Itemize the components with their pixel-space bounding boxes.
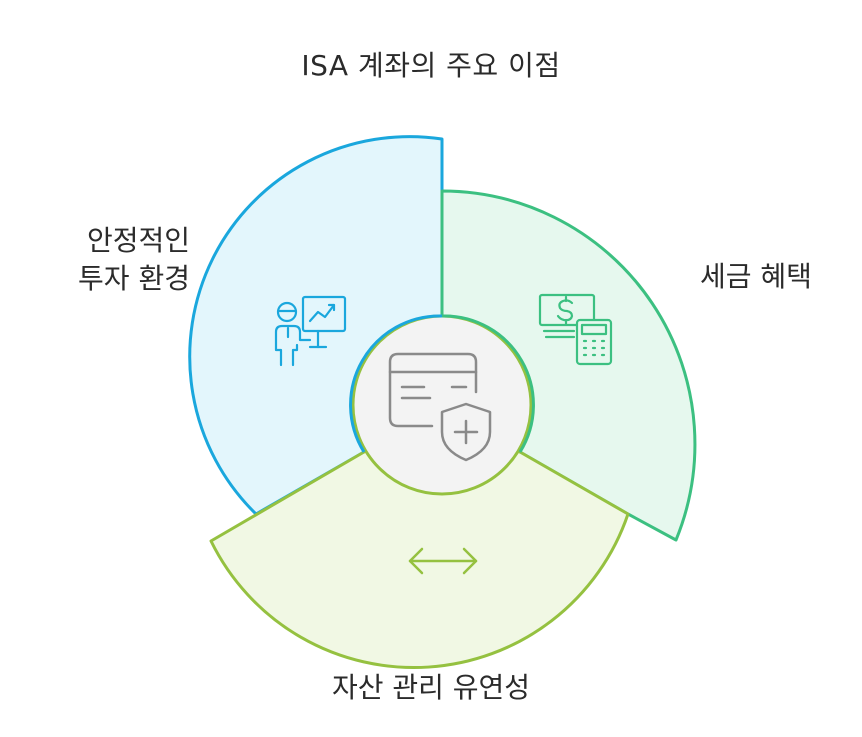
label-asset-flexibility: 자산 관리 유연성: [331, 671, 531, 704]
money-calculator-icon: [538, 293, 613, 366]
segment-asset-flexibility: [209, 408, 630, 669]
double-arrow-icon: [408, 547, 478, 575]
center-circle: [351, 314, 533, 496]
diagram-title: ISA 계좌의 주요 이점: [301, 49, 561, 82]
label-tax-benefit: 세금 혜택: [700, 260, 812, 293]
label-stable-investment-line1: 안정적인: [86, 224, 190, 257]
label-stable-investment: 안정적인 투자 환경: [30, 222, 190, 298]
card-shield-icon: [388, 352, 492, 462]
presenter-chart-icon: [274, 295, 347, 367]
label-stable-investment-line2: 투자 환경: [78, 262, 190, 295]
segment-tax-benefit: [440, 189, 697, 542]
